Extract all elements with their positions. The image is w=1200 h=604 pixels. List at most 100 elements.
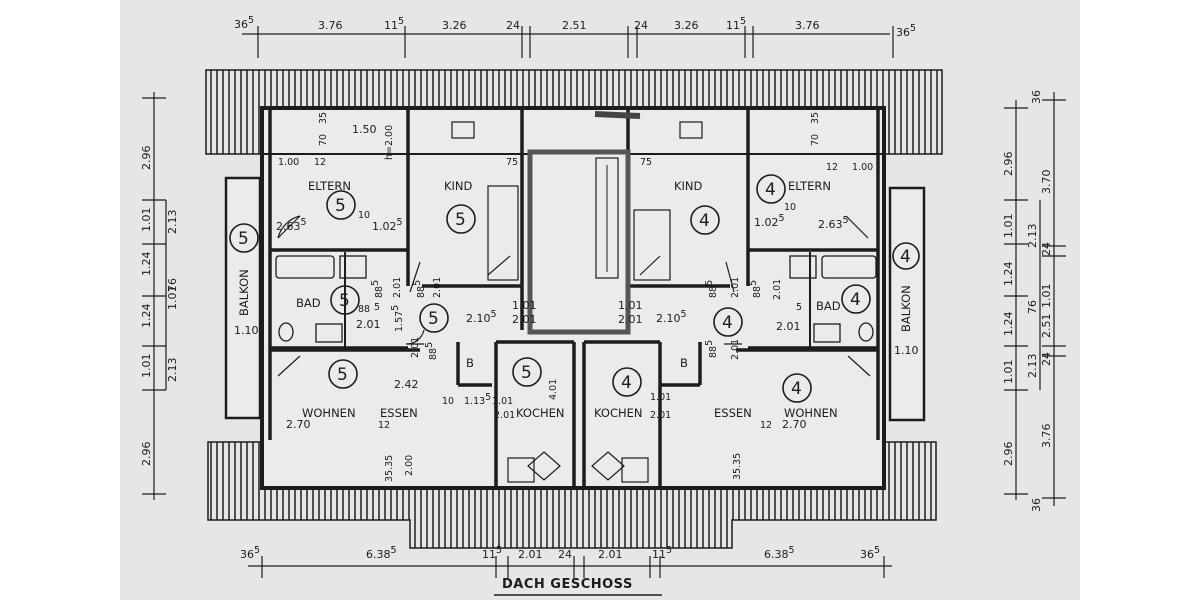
room-label-essen-left: ESSEN (380, 406, 418, 420)
top-dim-6: 24 (634, 19, 648, 32)
bottom-dim-7: 6.385 (764, 545, 795, 561)
svg-text:1.575: 1.575 (390, 305, 405, 332)
svg-text:2.01: 2.01 (772, 279, 783, 300)
svg-text:885: 885 (424, 342, 439, 360)
bathroom-fixtures-right (789, 255, 877, 343)
svg-text:2.00: 2.00 (404, 455, 415, 476)
bottom-dim-1: 6.385 (366, 545, 397, 561)
svg-text:2.13: 2.13 (166, 210, 179, 235)
svg-text:885: 885 (412, 280, 427, 298)
svg-text:2.105: 2.105 (466, 309, 497, 325)
svg-text:3.70: 3.70 (1040, 170, 1053, 195)
room-label-bad-right: BAD (816, 299, 841, 313)
svg-text:35: 35 (810, 112, 821, 124)
room-label-b-left: B (466, 356, 474, 370)
unit-marker-bad-right: 4 (850, 290, 861, 310)
room-label-wohnen-right: WOHNEN (784, 406, 838, 420)
svg-text:1.24: 1.24 (140, 252, 153, 277)
bathroom-fixtures-left (275, 255, 367, 343)
svg-text:75: 75 (506, 157, 518, 168)
top-dimension-chain (242, 26, 894, 58)
svg-text:1.50: 1.50 (352, 123, 377, 136)
room-label-eltern-right: ELTERN (788, 179, 831, 193)
svg-text:2.01: 2.01 (494, 410, 515, 421)
top-dim-1: 3.76 (318, 19, 343, 32)
svg-text:h=2.00: h=2.00 (384, 125, 395, 160)
svg-text:2.13: 2.13 (166, 358, 179, 383)
room-label-balkon-right: BALKON (899, 285, 913, 332)
svg-text:5: 5 (796, 302, 802, 313)
right-dimension-chain (1004, 92, 1066, 506)
unit-marker-eltern-right: 4 (765, 180, 776, 200)
top-dim-4: 24 (506, 19, 520, 32)
bottom-dim-5: 2.01 (598, 548, 623, 561)
room-label-kochen-left: KOCHEN (516, 406, 565, 420)
svg-text:4.01: 4.01 (548, 379, 559, 400)
svg-text:1.01: 1.01 (650, 392, 671, 403)
top-dim-right-36: 365 (896, 23, 916, 39)
svg-text:2.01: 2.01 (432, 277, 443, 298)
svg-text:2.01: 2.01 (618, 313, 643, 326)
room-label-kochen-right: KOCHEN (594, 406, 643, 420)
bottom-dim-left-36: 365 (240, 545, 260, 561)
room-label-kind-left: KIND (444, 179, 473, 193)
svg-text:76: 76 (166, 278, 179, 292)
balcony-right (888, 186, 926, 422)
top-dim-2: 115 (384, 16, 404, 32)
balcony-left (224, 176, 262, 420)
svg-text:2.01: 2.01 (730, 277, 741, 298)
room-label-b-right: B (680, 356, 688, 370)
svg-text:2.42: 2.42 (394, 378, 419, 391)
svg-text:2.70: 2.70 (286, 418, 311, 431)
svg-text:1.00: 1.00 (852, 162, 873, 173)
svg-text:2.01: 2.01 (356, 318, 381, 331)
room-label-kind-right: KIND (674, 179, 703, 193)
svg-text:1.01: 1.01 (1002, 360, 1015, 385)
unit-marker-wohnen-right: 4 (791, 379, 802, 399)
room-label-essen-right: ESSEN (714, 406, 752, 420)
svg-text:35: 35 (318, 112, 329, 124)
unit-marker-kochen-left: 5 (521, 363, 532, 383)
svg-text:1.01: 1.01 (512, 299, 537, 312)
bottom-dim-2: 115 (482, 545, 502, 561)
stairwell (527, 111, 641, 335)
svg-text:2.01: 2.01 (392, 277, 403, 298)
unit-marker-kind-right: 4 (699, 211, 710, 231)
svg-text:12: 12 (378, 420, 390, 431)
unit-marker-bad-left: 5 (339, 291, 350, 311)
svg-text:3.76: 3.76 (1040, 424, 1053, 449)
unit-marker-kind-left: 5 (455, 210, 466, 230)
svg-text:75: 75 (640, 157, 652, 168)
drawing-title: DACH GESCHOSS (502, 577, 633, 592)
svg-text:2.13: 2.13 (1026, 224, 1039, 249)
right-unit-notes: 70 35 1.00 12 75 10 1.025 2.635 885 2.01… (618, 112, 919, 480)
svg-text:10: 10 (442, 396, 454, 407)
unit-marker-flur-left: 5 (428, 309, 439, 329)
bottom-dim-4: 24 (558, 548, 572, 561)
svg-text:5: 5 (374, 302, 380, 313)
svg-text:2.01: 2.01 (730, 339, 741, 360)
svg-text:1.00: 1.00 (278, 157, 299, 168)
unit-marker-kochen-right: 4 (621, 373, 632, 393)
top-dim-9: 3.76 (795, 19, 820, 32)
door-swings (277, 215, 871, 377)
unit-marker-balkon-right: 4 (900, 247, 911, 267)
svg-text:2.70: 2.70 (782, 418, 807, 431)
svg-text:35.35: 35.35 (384, 455, 395, 482)
room-label-wohnen-left: WOHNEN (302, 406, 356, 420)
top-dim-8: 115 (726, 16, 746, 32)
top-dim-5: 2.51 (562, 19, 587, 32)
svg-text:885: 885 (370, 280, 385, 298)
svg-text:1.24: 1.24 (1002, 312, 1015, 337)
unit-marker-balkon-left: 5 (238, 229, 249, 249)
svg-text:24: 24 (1040, 352, 1053, 366)
svg-text:1.10: 1.10 (894, 344, 919, 357)
svg-text:70: 70 (318, 134, 329, 146)
svg-text:2.01: 2.01 (650, 410, 671, 421)
unit-marker-eltern-left: 5 (335, 196, 346, 216)
svg-text:1.01: 1.01 (166, 286, 179, 311)
right-dimension-labels: 2.96 1.01 1.24 1.24 1.01 2.96 2.13 76 1.… (1002, 90, 1053, 512)
bottom-dim-right-36: 365 (860, 545, 880, 561)
svg-text:1.01: 1.01 (1002, 214, 1015, 239)
svg-text:2.96: 2.96 (1002, 442, 1015, 467)
